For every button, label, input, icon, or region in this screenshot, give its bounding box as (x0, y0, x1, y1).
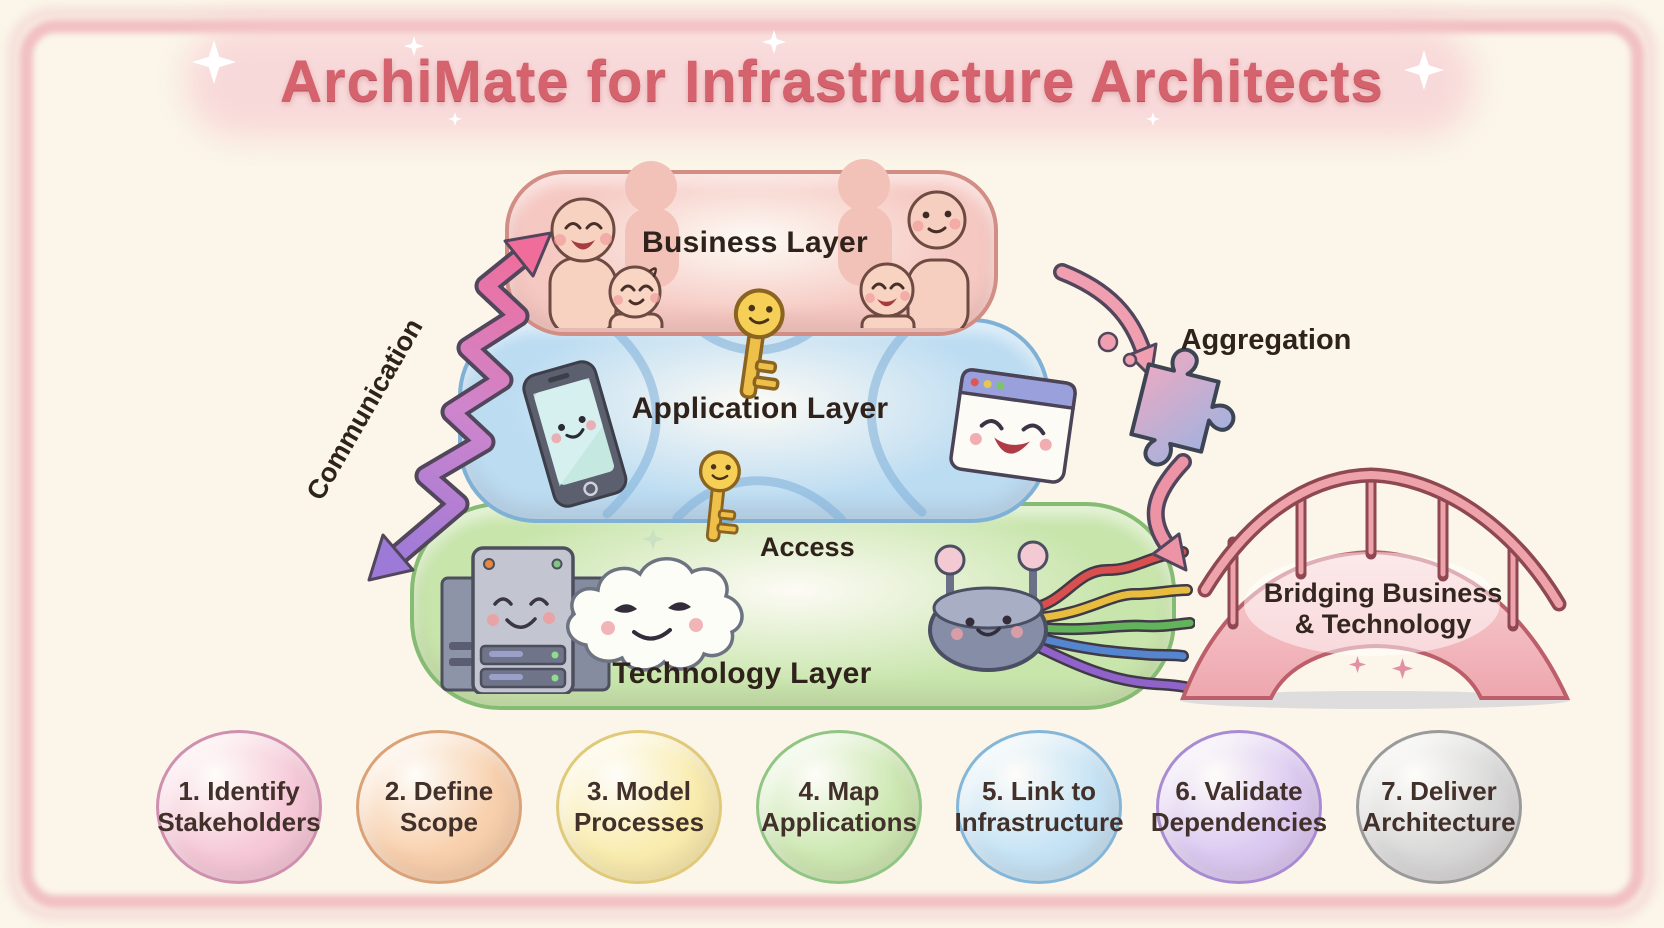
cloud-icon (566, 557, 744, 672)
bridge-caption-line2: & Technology (1294, 609, 1472, 640)
application-layer-label: Application Layer (631, 392, 889, 425)
step-label: 1. Identify (178, 776, 300, 807)
step-label: Scope (399, 807, 479, 837)
bridge-caption-line1: Bridging Business (1263, 578, 1503, 608)
bridge-caption: Bridging Business & Technology (1183, 578, 1583, 640)
step-label: Processes (573, 807, 705, 837)
step-label: 5. Link to (981, 776, 1097, 807)
step-circle-validate-dependencies: 6. Validate Dependencies (1151, 730, 1327, 884)
communication-label: Communication (300, 313, 429, 506)
router-icon (928, 540, 1195, 693)
step-circle-identify-stakeholders: 1. Identify Stakeholders (156, 730, 322, 884)
smartphone-icon (522, 360, 628, 508)
sparkle-icon (1392, 658, 1413, 679)
step-circle-link-to-infrastructure: 5. Link to Infrastructure (954, 730, 1124, 884)
technology-layer-label: Technology Layer (612, 657, 872, 690)
step-label: 4. Map (798, 776, 880, 807)
step-label: Infrastructure (954, 807, 1124, 837)
aggregation-label: Aggregation (1180, 324, 1352, 356)
puzzle-icon (1129, 347, 1236, 467)
business-people-icon (548, 159, 970, 328)
step-circle-map-applications: 4. Map Applications (756, 730, 922, 884)
browser-window-icon (949, 368, 1077, 484)
step-label: Dependencies (1150, 807, 1328, 837)
step-label: 7. Deliver (1381, 776, 1497, 807)
step-label: Applications (760, 807, 917, 837)
key-icon (733, 288, 785, 399)
step-label: Architecture (1362, 807, 1516, 837)
key-icon (698, 450, 741, 543)
step-circle-define-scope: 2. Define Scope (356, 730, 522, 884)
sparkle-icon (1349, 656, 1366, 673)
page-title: ArchiMate for Infrastructure Architects (280, 49, 1384, 114)
step-circle-deliver-architecture: 7. Deliver Architecture (1356, 730, 1522, 884)
step-label: Stakeholders (157, 807, 321, 837)
step-label: 2. Define (384, 776, 494, 807)
access-label: Access (760, 532, 855, 562)
step-circle-model-processes: 3. Model Processes (556, 730, 722, 884)
business-layer-label: Business Layer (642, 226, 868, 259)
title-background-wash (185, 26, 1475, 138)
step-label: 6. Validate (1175, 776, 1303, 807)
step-label: 3. Model (586, 776, 691, 807)
